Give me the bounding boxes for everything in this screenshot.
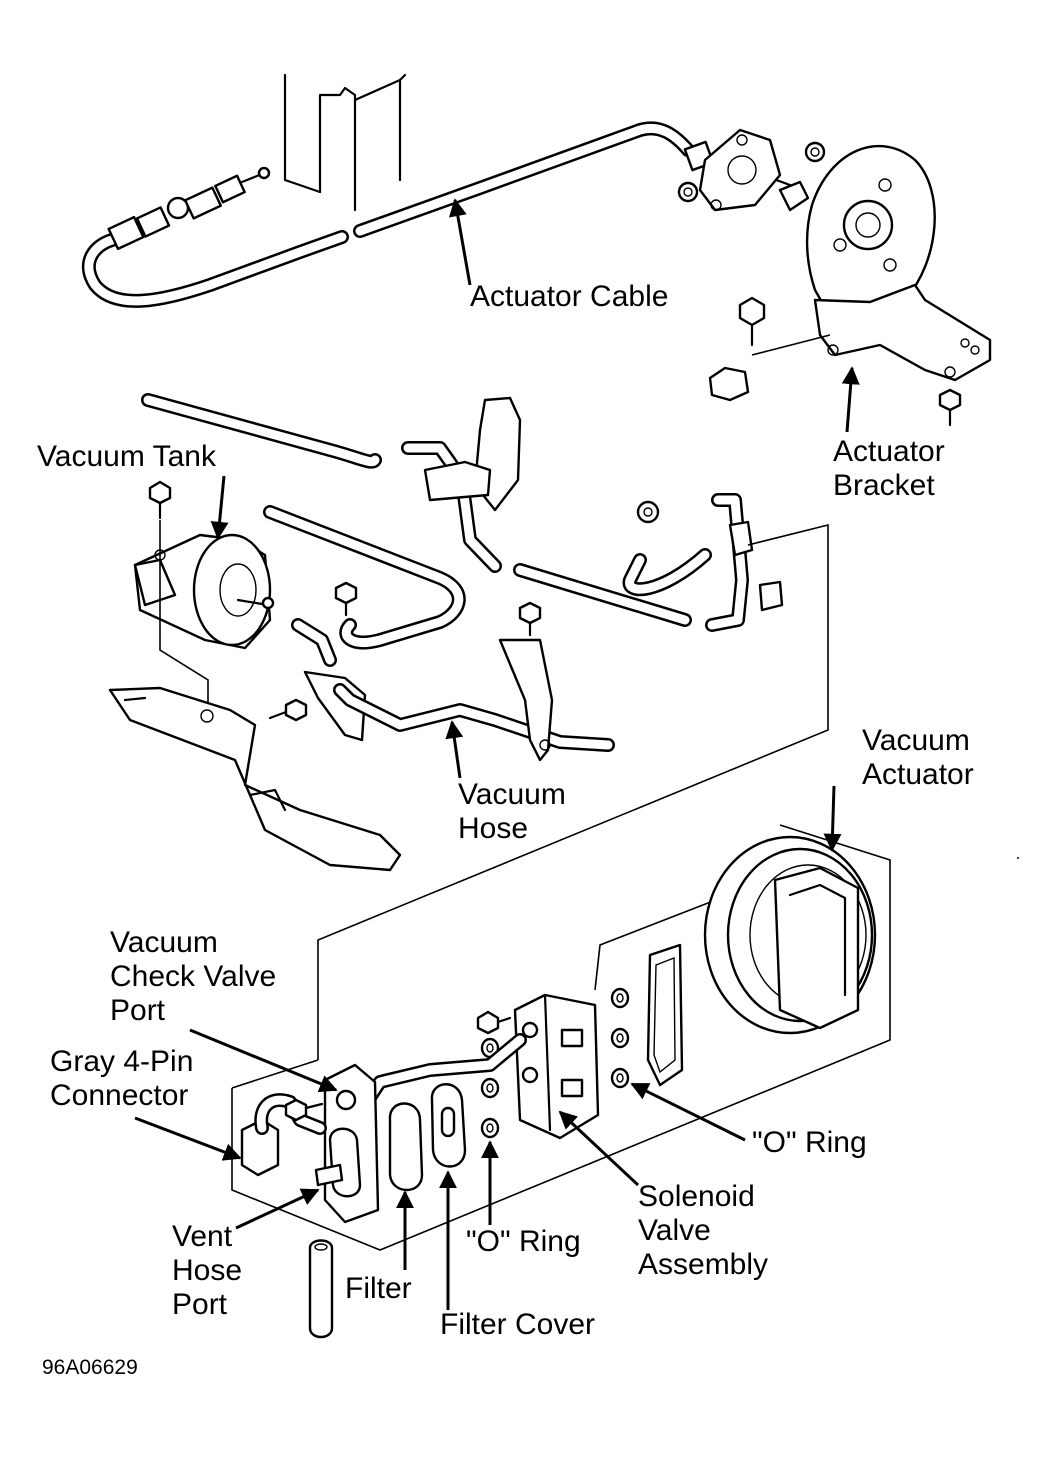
vent-hose-port-label: Vent Hose Port — [172, 1220, 242, 1322]
check-valve-label-line: Port — [110, 994, 166, 1027]
vacuum-line — [303, 638, 615, 762]
solenoid-arrow — [558, 1110, 640, 1187]
o-ring-right-arrow — [630, 1082, 746, 1142]
nut-icon — [677, 141, 826, 203]
vacuum-hose-label-line: Hose — [458, 812, 529, 845]
actuator-bracket-label-line: Bracket — [833, 469, 935, 502]
o-ring-right-label: "O" Ring — [752, 1126, 867, 1159]
screw-icon — [284, 1098, 324, 1122]
hose-bracket-upper — [423, 396, 522, 512]
filter-cover — [430, 1083, 467, 1168]
vacuum-check-valve-port-label: Vacuum Check Valve Port — [110, 926, 276, 1028]
o-ring-icon — [480, 1037, 500, 1139]
actuator-bracket — [805, 144, 992, 382]
screw-icon — [476, 1010, 512, 1035]
o-ring-bottom-label: "O" Ring — [466, 1225, 581, 1258]
filter-cover-label: Filter Cover — [440, 1308, 596, 1341]
vacuum-actuator-label-line: Vacuum — [862, 724, 970, 757]
vacuum-hose-label-line: Vacuum — [458, 778, 566, 811]
connector-label-line: Gray 4-Pin — [50, 1045, 194, 1078]
nut-icon — [636, 500, 660, 524]
actuator-cable — [81, 121, 792, 308]
actuator-mount-plate — [698, 128, 782, 212]
solenoid-valve-assembly-label: Solenoid Valve Assembly — [638, 1180, 768, 1282]
vacuum-actuator-arrow — [823, 785, 842, 852]
gray-4-pin-connector — [240, 1093, 327, 1177]
connector-arrow — [134, 1116, 242, 1161]
cable-clip — [778, 180, 810, 212]
gray-4-pin-connector-label: Gray 4-Pin Connector — [50, 1045, 193, 1113]
hose-bracket-right — [728, 520, 784, 612]
actuator-bracket-arrow — [841, 366, 860, 433]
vacuum-tank-label: Vacuum Tank — [37, 440, 216, 473]
check-valve-port-arrow — [189, 1028, 338, 1093]
vacuum-hoses — [141, 393, 749, 667]
vacuum-actuator-label: Vacuum Actuator — [862, 724, 974, 792]
vacuum-hose-arrow — [445, 720, 464, 779]
vent-label-line: Vent — [172, 1220, 233, 1253]
valve-body — [314, 1063, 380, 1224]
vent-port-arrow — [235, 1188, 320, 1230]
firewall-panel — [283, 73, 407, 212]
vent-label-line: Port — [172, 1288, 228, 1321]
solenoid-label-line: Valve — [638, 1214, 711, 1247]
solenoid-label-line: Solenoid — [638, 1180, 755, 1213]
vacuum-hose-label: Vacuum Hose — [458, 778, 566, 846]
vacuum-actuator — [703, 835, 877, 1035]
check-valve-label-line: Vacuum — [110, 926, 218, 959]
vacuum-actuator-label-line: Actuator — [862, 758, 974, 791]
actuator-cable-arrow — [448, 198, 472, 286]
connector-label-line: Connector — [50, 1079, 189, 1112]
solenoid-valve-assembly — [513, 993, 600, 1140]
clip-part — [708, 366, 750, 402]
filter — [388, 1102, 424, 1192]
solenoid-label-line: Assembly — [638, 1248, 769, 1281]
figure-reference-number: 96A06629 — [42, 1356, 138, 1379]
vacuum-tank-bracket — [108, 686, 402, 872]
check-valve-label-line: Check Valve — [110, 960, 277, 993]
bolt-icon — [738, 296, 962, 427]
vent-hose — [308, 1239, 334, 1339]
vacuum-tank — [133, 533, 275, 650]
vent-label-line: Hose — [172, 1254, 243, 1287]
actuator-gasket — [646, 943, 684, 1087]
actuator-cable-label: Actuator Cable — [470, 280, 669, 313]
o-ring-icon — [610, 987, 630, 1089]
actuator-bracket-label-line: Actuator — [833, 435, 945, 468]
actuator-bracket-label: Actuator Bracket — [833, 435, 945, 503]
filter-label: Filter — [345, 1272, 412, 1305]
vacuum-tank-arrow — [210, 475, 229, 540]
bolt-icon — [148, 480, 542, 722]
